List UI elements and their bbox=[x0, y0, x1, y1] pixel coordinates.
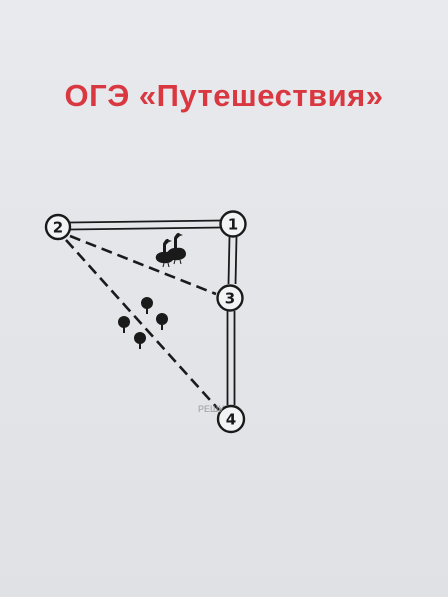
node-1: 1 bbox=[219, 210, 247, 238]
road-2-1 bbox=[69, 219, 222, 231]
goose-icon bbox=[155, 232, 186, 268]
road-3-4 bbox=[226, 311, 236, 405]
node-4: 4 bbox=[216, 404, 246, 434]
road-2-3 bbox=[69, 234, 217, 296]
page-title: ОГЭ «Путешествия» bbox=[64, 78, 384, 113]
node-3: 3 bbox=[216, 284, 244, 312]
road-2-4 bbox=[65, 239, 220, 411]
watermark: РЕШУ bbox=[198, 404, 224, 414]
road-1-3 bbox=[227, 236, 238, 285]
node-3-label: 3 bbox=[225, 290, 235, 308]
node-2: 2 bbox=[44, 213, 72, 241]
node-4-label: 4 bbox=[226, 411, 236, 429]
tree-icon bbox=[118, 297, 168, 349]
node-1-label: 1 bbox=[228, 216, 238, 234]
node-2-label: 2 bbox=[53, 219, 63, 237]
